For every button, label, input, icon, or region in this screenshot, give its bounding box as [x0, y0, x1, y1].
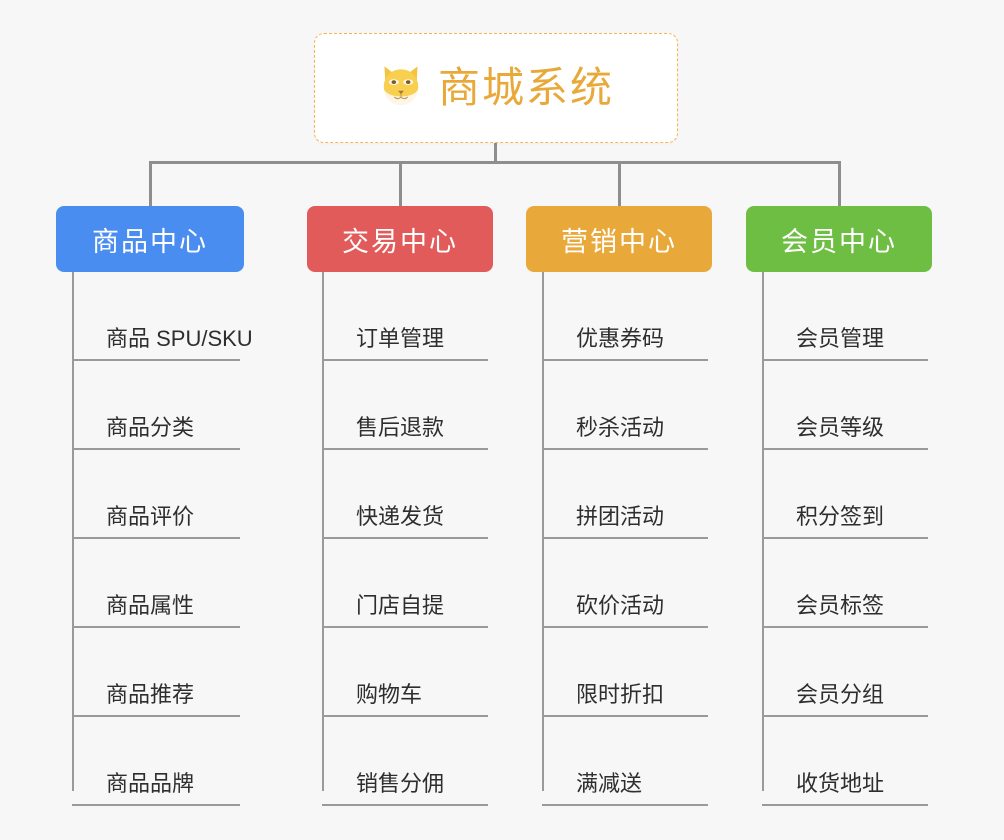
leaf-item-label: 售后退款: [356, 414, 445, 440]
category-label: 交易中心: [342, 226, 458, 257]
leaf-item[interactable]: 商品 SPU/SKU: [72, 272, 253, 361]
root-title: 商城系统: [437, 64, 614, 111]
leaf-item[interactable]: 商品品牌: [72, 717, 240, 806]
category-box-trade-center[interactable]: 交易中心: [307, 206, 493, 272]
leaf-column-trade-center: 订单管理售后退款快递发货门店自提购物车销售分佣: [322, 272, 488, 806]
leaf-item[interactable]: 拼团活动: [542, 450, 708, 539]
leaf-item[interactable]: 商品评价: [72, 450, 240, 539]
leaf-item-label: 商品推荐: [106, 681, 195, 707]
connector-drop-member-center: [838, 161, 841, 206]
leaf-item[interactable]: 会员等级: [762, 361, 928, 450]
leaf-item[interactable]: 订单管理: [322, 272, 488, 361]
leaf-item-label: 优惠券码: [576, 325, 665, 351]
leaf-item[interactable]: 销售分佣: [322, 717, 488, 806]
leaf-item[interactable]: 秒杀活动: [542, 361, 708, 450]
leaf-item[interactable]: 砍价活动: [542, 539, 708, 628]
leaf-item-label: 会员等级: [796, 414, 885, 440]
leaf-item-label: 收货地址: [796, 770, 885, 796]
connector-drop-trade-center: [399, 161, 402, 206]
leaf-column-member-center: 会员管理会员等级积分签到会员标签会员分组收货地址: [762, 272, 928, 806]
category-box-product-center[interactable]: 商品中心: [56, 206, 244, 272]
leaf-item[interactable]: 收货地址: [762, 717, 928, 806]
leaf-item[interactable]: 快递发货: [322, 450, 488, 539]
leaf-item-label: 快递发货: [356, 503, 445, 529]
category-label: 商品中心: [92, 226, 208, 257]
leaf-item-label: 砍价活动: [576, 592, 665, 618]
leaf-item-label: 拼团活动: [576, 503, 665, 529]
leaf-item[interactable]: 会员分组: [762, 628, 928, 717]
leaf-item[interactable]: 购物车: [322, 628, 488, 717]
leaf-item[interactable]: 售后退款: [322, 361, 488, 450]
leaf-item-label: 商品品牌: [106, 770, 195, 796]
root-node[interactable]: 商城系统: [314, 33, 678, 143]
leaf-item[interactable]: 满减送: [542, 717, 708, 806]
leaf-spine: [542, 272, 544, 791]
category-box-member-center[interactable]: 会员中心: [746, 206, 932, 272]
leaf-item-label: 积分签到: [796, 503, 885, 529]
connector-horizontal-bus: [149, 161, 839, 164]
leaf-item[interactable]: 门店自提: [322, 539, 488, 628]
leaf-item-label: 会员分组: [796, 681, 885, 707]
leaf-item[interactable]: 优惠券码: [542, 272, 708, 361]
category-label: 会员中心: [781, 226, 897, 257]
leaf-item-label: 商品属性: [106, 592, 195, 618]
root-node-content: 商城系统: [378, 62, 614, 115]
connector-root-stem: [494, 143, 497, 163]
connector-drop-marketing-center: [618, 161, 621, 206]
leaf-spine: [762, 272, 764, 791]
leaf-item-label: 商品分类: [106, 414, 195, 440]
connector-drop-product-center: [149, 161, 152, 206]
category-label: 营销中心: [561, 226, 677, 257]
category-box-marketing-center[interactable]: 营销中心: [526, 206, 712, 272]
leaf-item-label: 限时折扣: [576, 681, 665, 707]
leaf-item-label: 购物车: [356, 681, 423, 707]
leaf-item[interactable]: 积分签到: [762, 450, 928, 539]
leaf-column-product-center: 商品 SPU/SKU 商品分类商品评价商品属性商品推荐商品品牌: [72, 272, 253, 806]
leaf-item-label: 秒杀活动: [576, 414, 665, 440]
leaf-item[interactable]: 会员管理: [762, 272, 928, 361]
leaf-item-label: 会员标签: [796, 592, 885, 618]
leaf-item[interactable]: 商品推荐: [72, 628, 240, 717]
leaf-item-label: 满减送: [576, 770, 643, 796]
leaf-item[interactable]: 商品分类: [72, 361, 240, 450]
leaf-spine: [72, 272, 74, 791]
leaf-item[interactable]: 商品属性: [72, 539, 240, 628]
leaf-item-label: 商品 SPU/SKU: [106, 325, 253, 351]
leaf-item-label: 订单管理: [356, 325, 445, 351]
leaf-item-label: 商品评价: [106, 503, 195, 529]
leaf-spine: [322, 272, 324, 791]
leaf-column-marketing-center: 优惠券码秒杀活动拼团活动砍价活动限时折扣满减送: [542, 272, 708, 806]
shiba-dog-face-icon: [378, 62, 424, 115]
leaf-item-label: 会员管理: [796, 325, 885, 351]
leaf-item[interactable]: 限时折扣: [542, 628, 708, 717]
leaf-item[interactable]: 会员标签: [762, 539, 928, 628]
leaf-item-label: 销售分佣: [356, 770, 445, 796]
leaf-item-label: 门店自提: [356, 592, 445, 618]
